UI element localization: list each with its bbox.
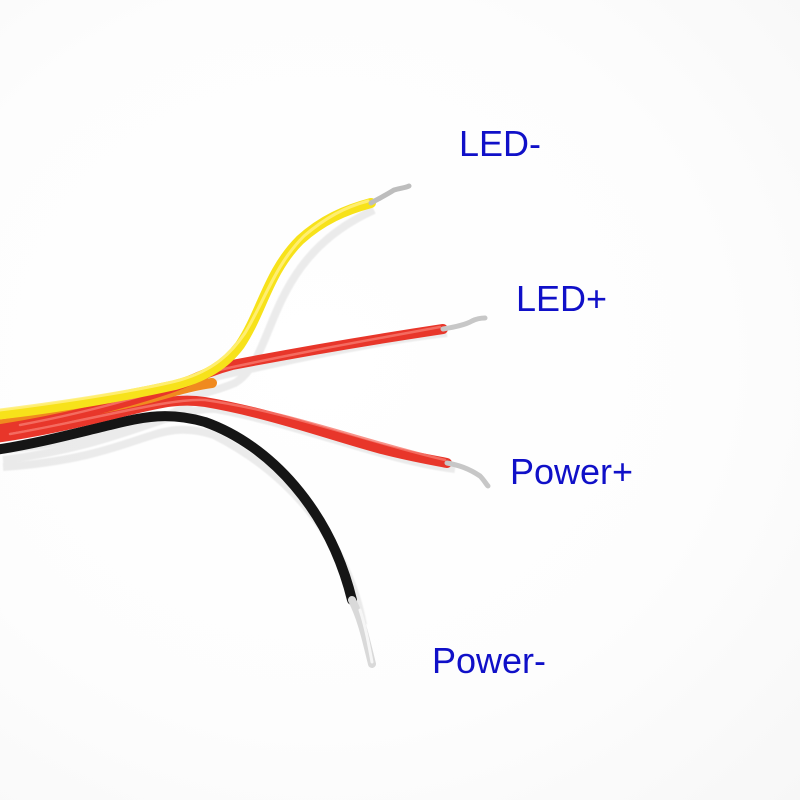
led-plus-conductor bbox=[440, 315, 488, 332]
power-minus-conductor-highlight bbox=[358, 608, 374, 664]
label-led-minus: LED- bbox=[459, 123, 542, 164]
power-plus-wire bbox=[0, 395, 452, 468]
label-power-minus: Power- bbox=[432, 640, 547, 681]
label-power-plus: Power+ bbox=[510, 451, 634, 492]
power-plus-wire-highlight bbox=[8, 398, 447, 462]
label-led-plus: LED+ bbox=[516, 278, 608, 319]
led-minus-wire-highlight bbox=[0, 199, 370, 412]
power-plus-conductor bbox=[444, 460, 491, 489]
power-minus-wire bbox=[0, 411, 357, 605]
led-minus-conductor bbox=[368, 183, 412, 206]
led-minus-wire bbox=[0, 198, 376, 420]
